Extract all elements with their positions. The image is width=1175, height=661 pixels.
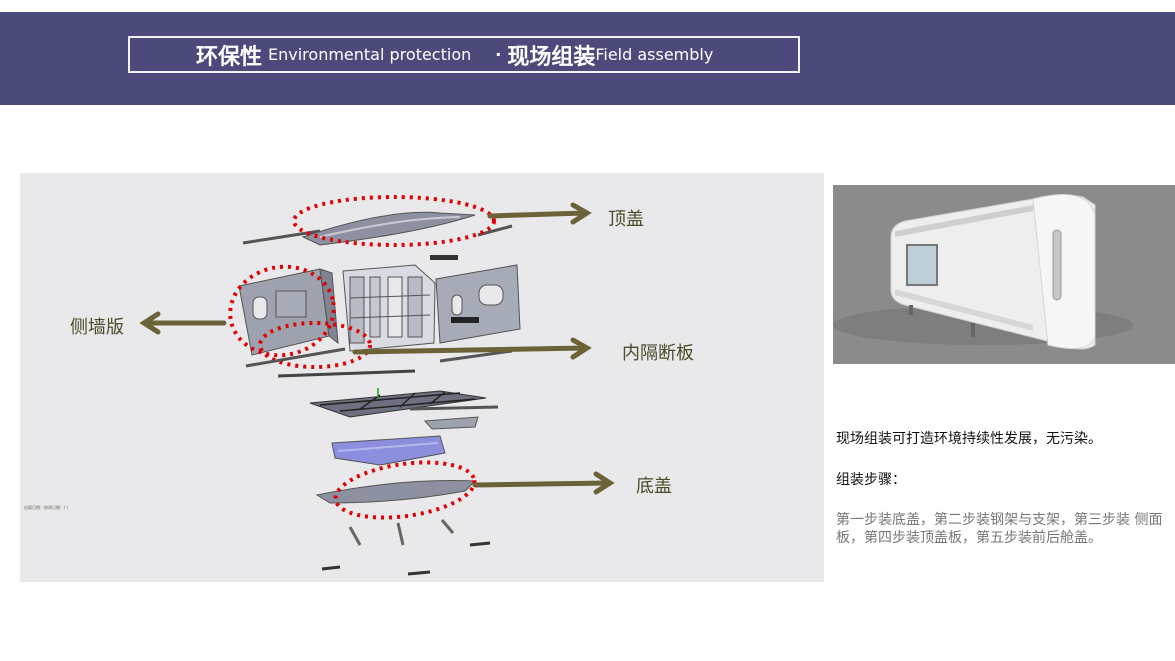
title-cn-environmental: 环保性 xyxy=(196,44,263,70)
arrow-bottom-cover xyxy=(472,480,611,488)
label-bottom-cover: 底盖 xyxy=(636,476,672,497)
label-partition: 内隔断板 xyxy=(622,343,694,364)
arrow-top-cover xyxy=(487,210,588,219)
title-en-environmental: Environmental protection xyxy=(268,45,472,64)
bottom-cover-highlight xyxy=(333,460,477,520)
title-en-field-assembly: Field assembly xyxy=(595,45,714,64)
steps-heading: 组装步骤： xyxy=(836,472,906,488)
title-cn-field-assembly: 现场组装 xyxy=(507,44,596,70)
label-top-cover: 顶盖 xyxy=(608,209,644,230)
side-wall-highlight xyxy=(228,264,336,358)
intro-text: 现场组装可打造环境持续性发展，无污染。 xyxy=(836,431,1102,447)
exploded-assembly-diagram: 顶盖 侧墙版 内隔断板 底盖 出版日期：修改日期：( ) xyxy=(20,173,824,582)
title-box: 环保性 Environmental protection · 现场组装 Fiel… xyxy=(128,36,800,73)
title-separator: · xyxy=(495,45,502,64)
capsule-render xyxy=(833,194,1133,350)
exploded-view-drawing xyxy=(139,195,615,576)
steps-text: 第一步装底盖，第二步装钢架与支架，第三步装 侧面板，第四步装顶盖板，第五步装前后… xyxy=(836,512,1163,546)
arrow-partition xyxy=(352,345,588,355)
partition-highlight xyxy=(258,321,372,369)
roof-highlight xyxy=(292,195,496,247)
header-banner: 环保性 Environmental protection · 现场组装 Fiel… xyxy=(0,12,1175,105)
tiny-caption: 出版日期：修改日期：( ) xyxy=(24,505,69,510)
label-side-wall: 侧墙版 xyxy=(70,317,124,338)
capsule-photo xyxy=(833,185,1175,364)
